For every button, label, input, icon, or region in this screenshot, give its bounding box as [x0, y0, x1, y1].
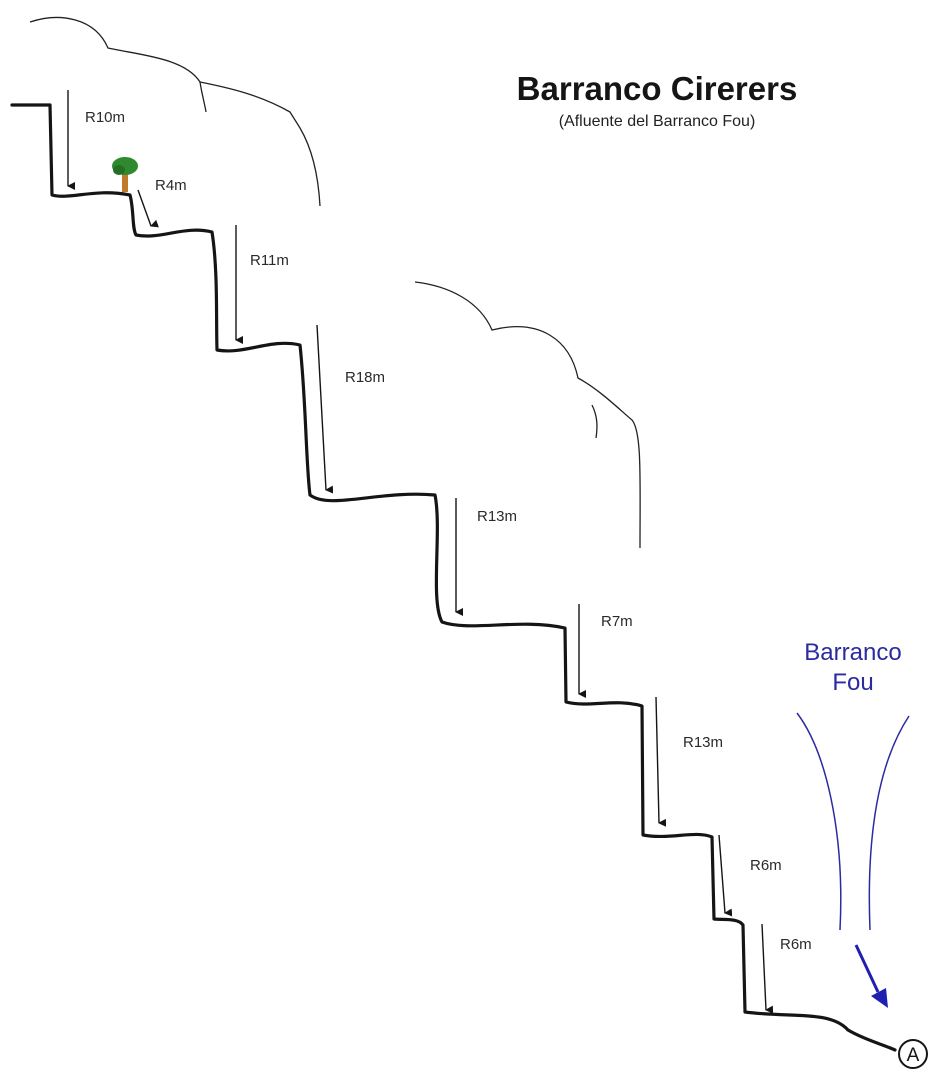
- rappel-label: R6m: [780, 936, 812, 953]
- rock-wall-lower-inner: [591, 404, 598, 439]
- diagram-subtitle: (Afluente del Barranco Fou): [559, 113, 756, 130]
- end-marker-icon: A: [898, 1039, 928, 1069]
- rappel-label: R7m: [601, 613, 633, 630]
- end-marker-label: A: [907, 1045, 920, 1066]
- canyon-profile: [10, 103, 897, 1052]
- down-arrow-icon: [137, 189, 159, 228]
- down-arrow-icon: [718, 834, 733, 917]
- rappel-label: R11m: [250, 252, 289, 269]
- tributary-bank-right: [868, 715, 910, 931]
- rappel-label: R13m: [477, 508, 517, 525]
- down-arrow-icon: [316, 324, 334, 494]
- diagram-title: Barranco Cirerers: [517, 70, 798, 107]
- down-arrow-icon: [655, 696, 667, 827]
- tributary-bank-left: [796, 712, 842, 931]
- tree-icon: [112, 157, 138, 192]
- rappel-label: R10m: [85, 109, 125, 126]
- rappel-label: R4m: [155, 177, 187, 194]
- flow-arrow-icon: [854, 944, 888, 1008]
- tributary-label-line1: Barranco: [804, 639, 901, 666]
- rappel-label: R18m: [345, 369, 385, 386]
- down-arrow-icon: [761, 923, 774, 1014]
- rappel-label: R13m: [683, 734, 723, 751]
- rock-wall-lower: [414, 281, 641, 549]
- tributary-label-line2: Fou: [832, 669, 873, 696]
- rock-wall-upper-inner: [199, 81, 207, 113]
- rappel-label: R6m: [750, 857, 782, 874]
